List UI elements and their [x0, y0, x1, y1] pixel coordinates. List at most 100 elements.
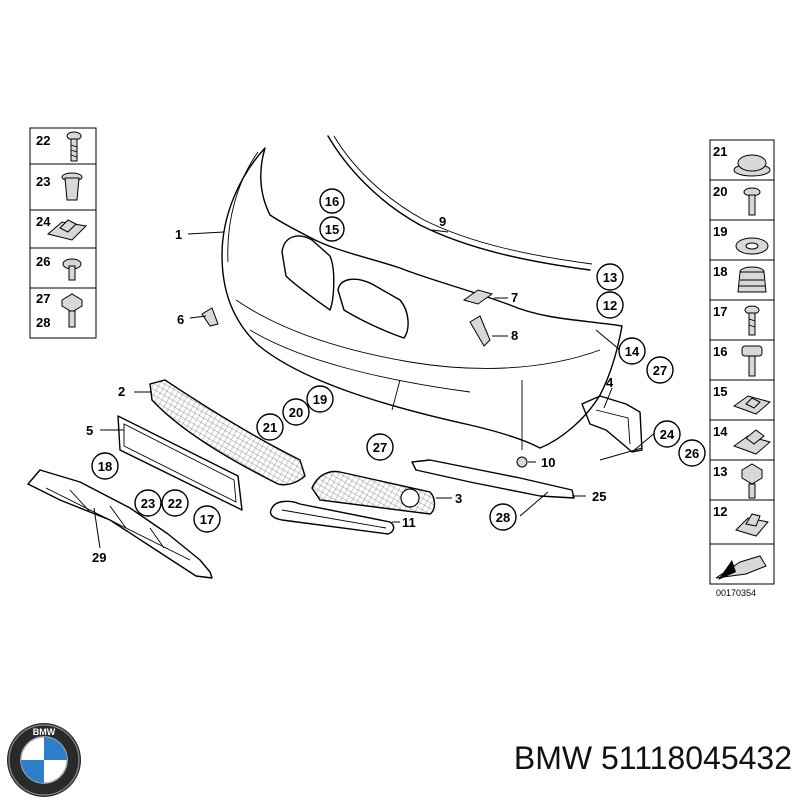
- clip-nut-icon: [732, 429, 772, 455]
- bumper-assembly: [27, 135, 657, 579]
- rubber-buffer-icon: [737, 266, 767, 293]
- svg-text:24: 24: [660, 427, 675, 442]
- callout-label: 10: [541, 455, 555, 470]
- svg-text:16: 16: [325, 194, 339, 209]
- right-legend-label: 18: [713, 264, 727, 279]
- side-bracket: [581, 395, 643, 453]
- air-guide: [27, 469, 213, 579]
- callout-label: 5: [86, 423, 93, 438]
- bolt-icon: [741, 345, 763, 377]
- circled-callout: 21: [256, 413, 284, 441]
- circled-callout: 23: [134, 489, 162, 517]
- clip-part: [201, 307, 219, 327]
- tow-hook-cover: [462, 289, 494, 305]
- lower-grille: [149, 379, 306, 486]
- circled-callouts: 16 15 13 12 14 27 19 20 21 27 18 23 22 1…: [91, 188, 706, 533]
- left-legend: 22 23 24 26 27 28: [29, 127, 97, 339]
- circled-callout: 14: [618, 337, 646, 365]
- bmw-logo: BMW: [7, 723, 81, 797]
- bumper-cover: [221, 147, 623, 449]
- right-legend-label: 19: [713, 224, 727, 239]
- washer-icon: [735, 237, 769, 255]
- svg-text:22: 22: [168, 496, 182, 511]
- circled-callout: 22: [161, 489, 189, 517]
- circled-callout: 24: [653, 420, 681, 448]
- circled-callout: 13: [596, 263, 624, 291]
- circled-callout: 20: [282, 398, 310, 426]
- circled-callout: 17: [193, 505, 221, 533]
- callout-label: 8: [511, 328, 518, 343]
- logo-lettering: BMW: [33, 727, 56, 737]
- callout-label: 7: [511, 290, 518, 305]
- right-legend-label: 14: [713, 424, 728, 439]
- circled-callout: 18: [91, 452, 119, 480]
- svg-text:27: 27: [373, 440, 387, 455]
- washer-screw-icon: [62, 258, 82, 281]
- callout-label: 1: [175, 227, 182, 242]
- direction-arrow-icon: [715, 555, 767, 580]
- license-plate-base: [117, 415, 243, 511]
- hex-screw-icon: [741, 463, 763, 499]
- screw-icon: [66, 131, 82, 162]
- svg-text:17: 17: [200, 512, 214, 527]
- expansion-nut-icon: [61, 172, 83, 201]
- circled-callout: 26: [678, 439, 706, 467]
- upper-seal-strip: [327, 135, 591, 271]
- drawing-reference: 00170354: [716, 588, 756, 598]
- left-legend-label: 26: [36, 254, 50, 269]
- svg-text:27: 27: [653, 363, 667, 378]
- callout-label: 6: [177, 312, 184, 327]
- right-legend-label: 17: [713, 304, 727, 319]
- part-number-caption: BMW 51118045432: [513, 740, 792, 776]
- left-legend-label: 28: [36, 315, 50, 330]
- right-legend-label: 12: [713, 504, 727, 519]
- circled-callout: 28: [489, 503, 517, 531]
- right-legend-label: 16: [713, 344, 727, 359]
- clip-nut-icon: [735, 513, 769, 537]
- svg-text:18: 18: [98, 459, 112, 474]
- callout-numbers: 1 2 3 4 5 6 7 8 9 10 11 25 29: [86, 214, 614, 565]
- circled-callout: 12: [596, 291, 624, 319]
- clip-nut-icon: [732, 395, 772, 415]
- left-legend-label: 27: [36, 291, 50, 306]
- left-legend-label: 22: [36, 133, 50, 148]
- callout-label: 29: [92, 550, 106, 565]
- trim-ring: [269, 500, 395, 535]
- bracket-part: [469, 315, 491, 347]
- callout-label: 9: [439, 214, 446, 229]
- kidney-grille-left: [281, 235, 335, 311]
- callout-label: 4: [606, 375, 614, 390]
- svg-text:19: 19: [313, 392, 327, 407]
- svg-text:12: 12: [603, 298, 617, 313]
- left-legend-label: 23: [36, 174, 50, 189]
- circled-callout: 27: [646, 356, 674, 384]
- right-legend: 21 20 19 18 17 16 15 14 13 12: [709, 139, 775, 598]
- kidney-grille-right: [337, 278, 409, 339]
- circled-callout: 15: [319, 216, 345, 242]
- reinforcement-bar: [411, 459, 575, 499]
- left-legend-label: 24: [36, 214, 51, 229]
- callout-label: 3: [455, 491, 462, 506]
- callout-label: 2: [118, 384, 125, 399]
- right-legend-label: 15: [713, 384, 727, 399]
- nut-icon: [516, 456, 528, 468]
- hex-screw-icon: [61, 293, 83, 328]
- svg-text:26: 26: [685, 446, 699, 461]
- grommet-icon: [733, 154, 771, 177]
- screw-icon: [744, 305, 760, 336]
- svg-text:15: 15: [325, 222, 339, 237]
- screw-icon: [743, 187, 761, 216]
- right-legend-label: 20: [713, 184, 727, 199]
- circled-callout: 16: [319, 188, 345, 214]
- svg-text:21: 21: [263, 420, 277, 435]
- svg-text:14: 14: [625, 344, 640, 359]
- callout-label: 11: [402, 515, 416, 530]
- svg-text:23: 23: [141, 496, 155, 511]
- circled-callout: 27: [366, 433, 394, 461]
- svg-text:13: 13: [603, 270, 617, 285]
- clip-nut-icon: [46, 219, 88, 241]
- svg-text:28: 28: [496, 510, 510, 525]
- circled-callout: 19: [306, 385, 334, 413]
- right-legend-label: 13: [713, 464, 727, 479]
